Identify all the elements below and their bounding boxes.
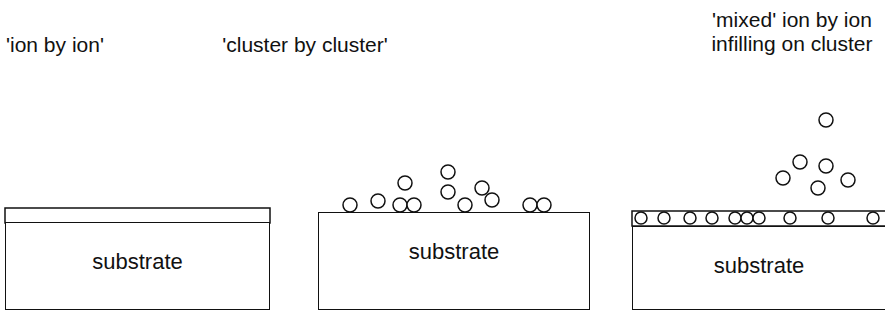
process-label: 'mixed' ion by ion infilling on cluster: [704, 8, 880, 56]
substrate-label: substrate: [409, 213, 500, 265]
substrate-box: substrate: [318, 212, 590, 310]
mixed-layer: [632, 211, 885, 226]
process-label: 'cluster by cluster': [200, 33, 410, 57]
ion-film-layer: [5, 208, 270, 223]
cluster-particles: [343, 165, 551, 212]
substrate-label: substrate: [92, 223, 183, 275]
process-label: 'ion by ion': [6, 33, 176, 57]
substrate-label: substrate: [714, 227, 805, 279]
substrate-box: substrate: [632, 226, 885, 310]
mixed-particles: [635, 113, 879, 224]
substrate-box: substrate: [5, 222, 270, 310]
